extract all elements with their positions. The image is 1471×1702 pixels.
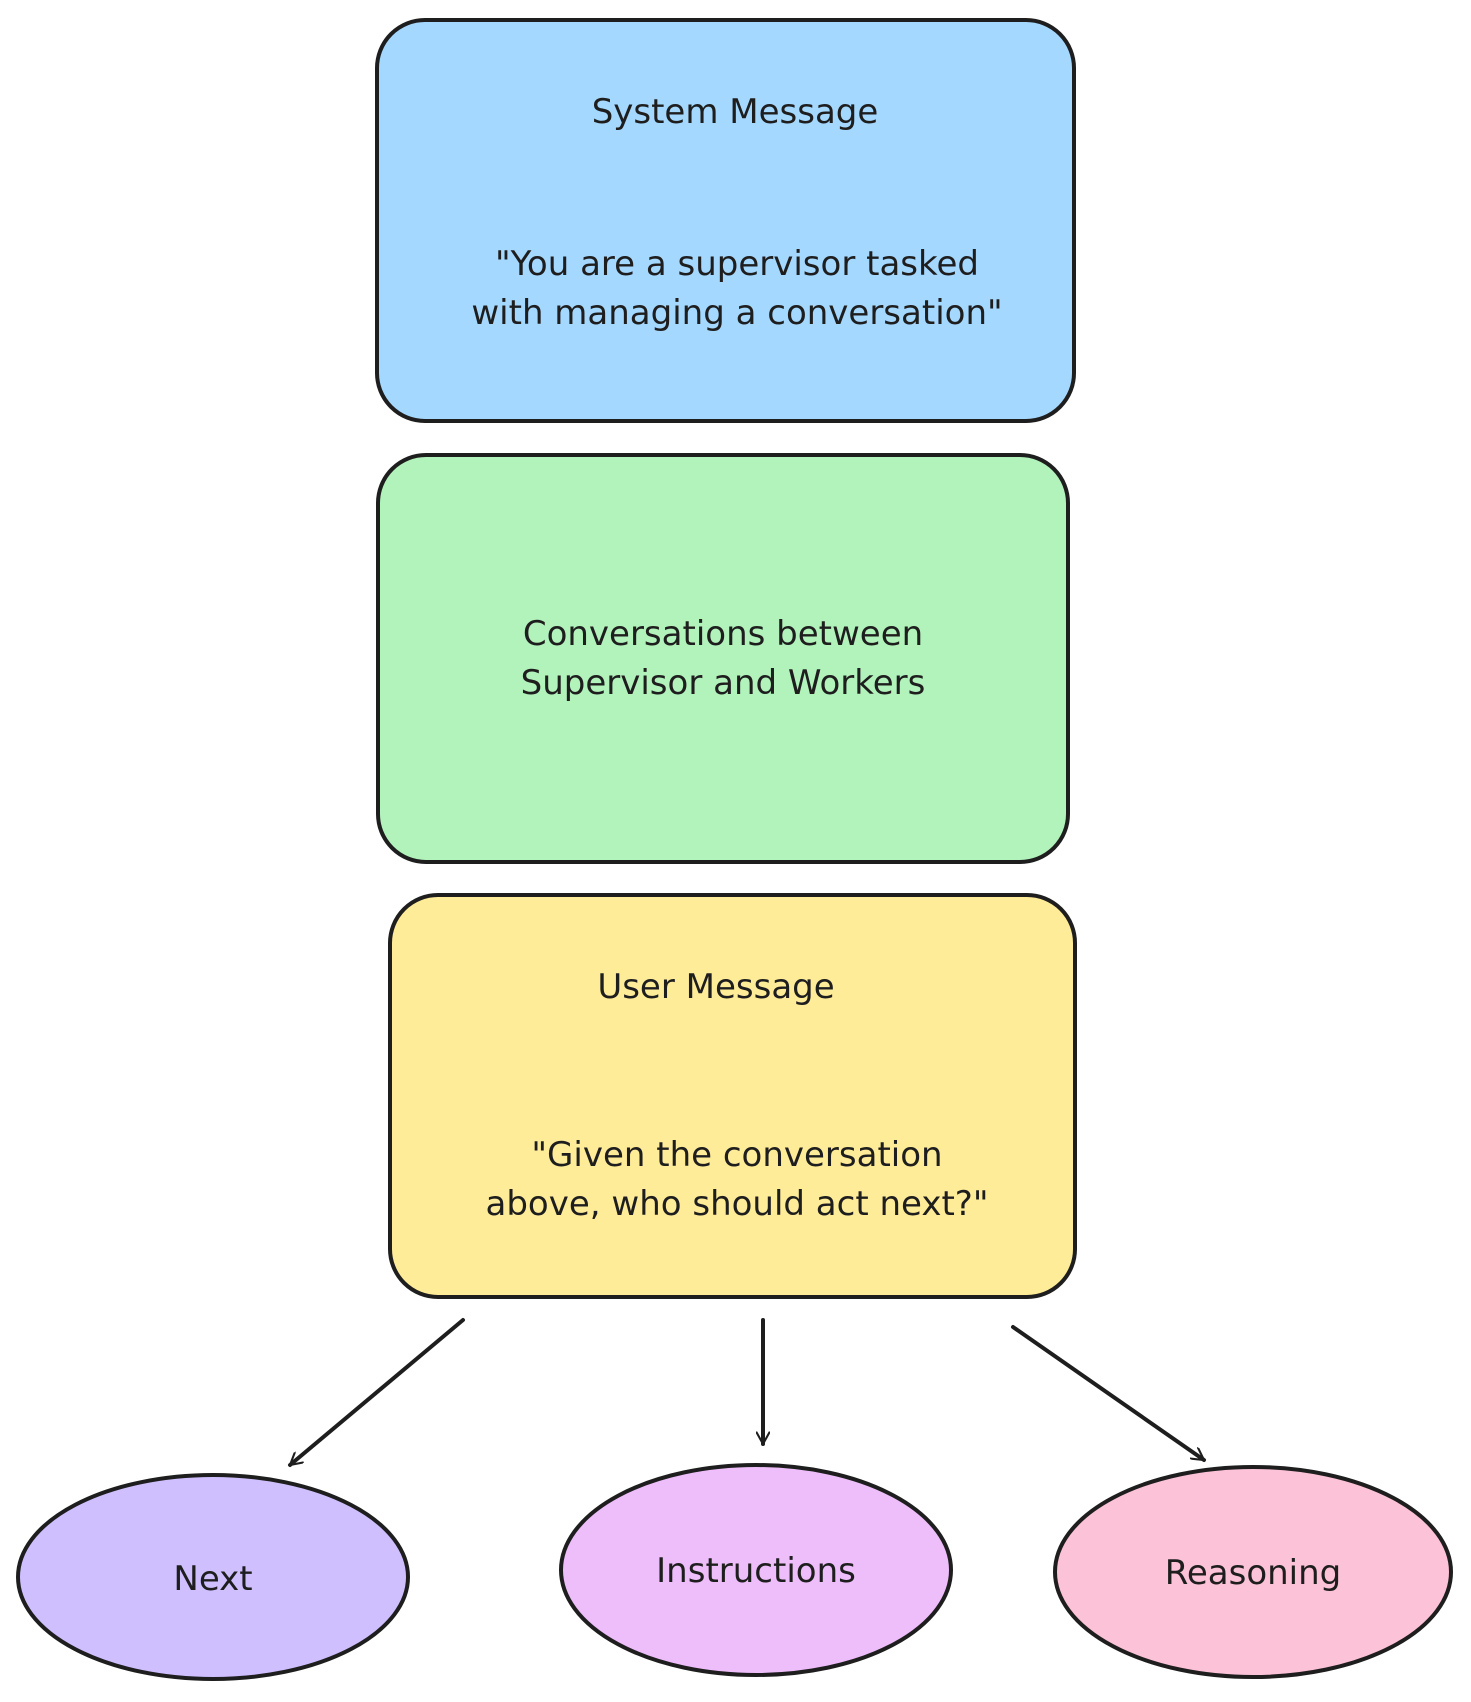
reasoning-node[interactable]: Reasoning: [1053, 1465, 1453, 1679]
system-message-body-line-2: with managing a conversation": [471, 293, 1002, 333]
conversations-shape: [376, 453, 1070, 864]
next-node[interactable]: Next: [16, 1473, 410, 1681]
user-message-shape: [388, 893, 1077, 1299]
system-message-box[interactable]: System Message "You are a supervisor tas…: [375, 18, 1076, 423]
reasoning-shape: [1053, 1465, 1453, 1679]
instructions-shape: [559, 1463, 953, 1677]
conversations-box[interactable]: Conversations between Supervisor and Wor…: [376, 453, 1070, 864]
reasoning-label: Reasoning: [1165, 1553, 1342, 1593]
user-message-body-line-2: above, who should act next?": [486, 1184, 989, 1224]
system-message-body-line-1: "You are a supervisor tasked: [495, 244, 979, 284]
arrow-to-reasoning[interactable]: [1011, 1325, 1206, 1462]
system-message-shape: [375, 18, 1076, 423]
instructions-node[interactable]: Instructions: [559, 1463, 953, 1677]
arrow-to-next[interactable]: [288, 1318, 465, 1467]
next-label: Next: [173, 1559, 252, 1599]
user-message-title: User Message: [597, 967, 834, 1007]
user-message-body-line-1: "Given the conversation: [531, 1135, 942, 1175]
system-message-title: System Message: [592, 92, 879, 132]
next-shape: [16, 1473, 410, 1681]
instructions-label: Instructions: [656, 1551, 856, 1591]
conversations-body-line-1: Conversations between: [523, 614, 923, 654]
conversations-body-line-2: Supervisor and Workers: [521, 663, 926, 703]
user-message-box[interactable]: User Message "Given the conversation abo…: [388, 893, 1077, 1299]
